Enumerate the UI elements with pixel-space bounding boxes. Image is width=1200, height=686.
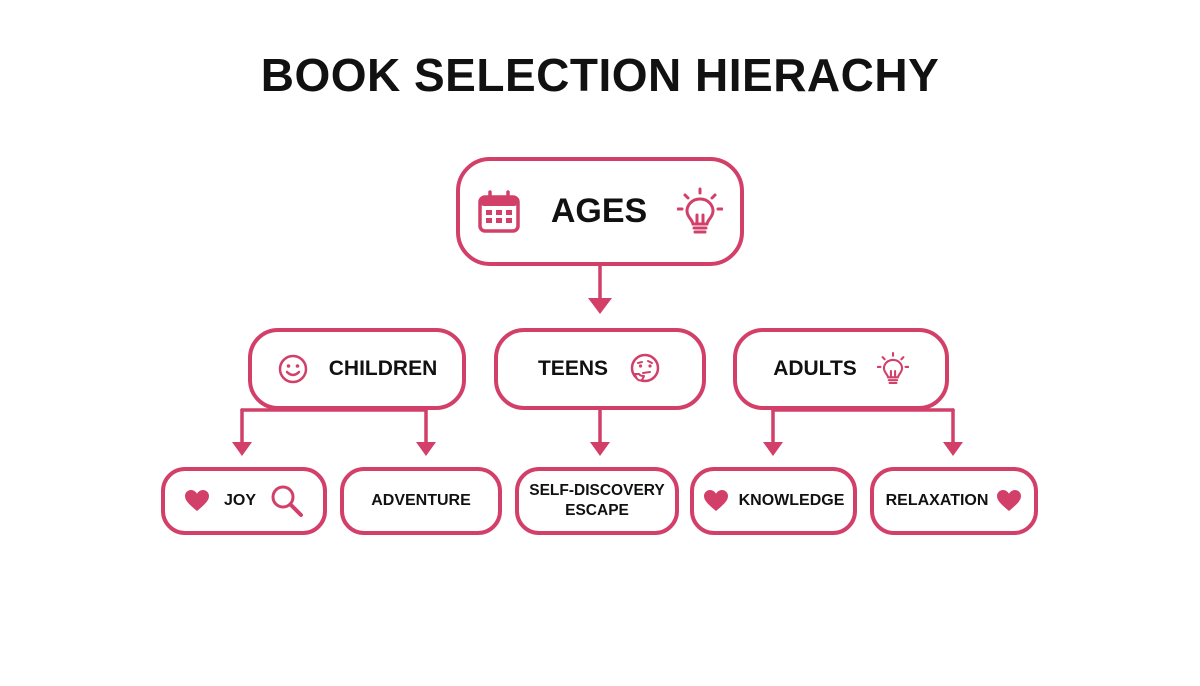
node-knowledge: KNOWLEDGE bbox=[690, 467, 857, 535]
lightbulb-icon bbox=[677, 187, 724, 233]
heart-icon bbox=[703, 490, 728, 511]
heart-icon bbox=[997, 490, 1022, 511]
lightbulb-icon bbox=[876, 351, 909, 384]
node-children-label: CHILDREN bbox=[328, 357, 438, 380]
node-joy: JOY bbox=[161, 467, 327, 535]
node-escape-label: ESCAPE bbox=[565, 502, 629, 519]
node-adults: ADULTS bbox=[733, 328, 949, 410]
node-adventure: ADVENTURE bbox=[340, 467, 502, 535]
magnifier-icon bbox=[271, 485, 303, 517]
node-teens-label: TEENS bbox=[537, 357, 608, 380]
node-adults-label: ADULTS bbox=[773, 357, 857, 380]
node-knowledge-label: KNOWLEDGE bbox=[738, 492, 845, 509]
diagram-title: BOOK SELECTION HIERACHY bbox=[260, 49, 940, 101]
node-ages-label: AGES bbox=[550, 192, 648, 230]
node-self-discovery-label: SELF-DISCOVERY bbox=[529, 482, 665, 499]
smiley-icon bbox=[278, 354, 307, 384]
heart-icon bbox=[184, 490, 209, 511]
node-adventure-label: ADVENTURE bbox=[371, 492, 471, 509]
thinking-face-icon bbox=[630, 353, 660, 383]
node-self-discovery-escape: SELF-DISCOVERY ESCAPE bbox=[515, 467, 679, 535]
node-teens: TEENS bbox=[494, 328, 706, 410]
node-relaxation: RELAXATION bbox=[870, 467, 1038, 535]
node-ages: AGES bbox=[456, 157, 744, 266]
node-joy-label: JOY bbox=[223, 492, 256, 509]
calendar-icon bbox=[478, 189, 520, 233]
node-relaxation-label: RELAXATION bbox=[885, 492, 989, 509]
node-children: CHILDREN bbox=[248, 328, 466, 410]
